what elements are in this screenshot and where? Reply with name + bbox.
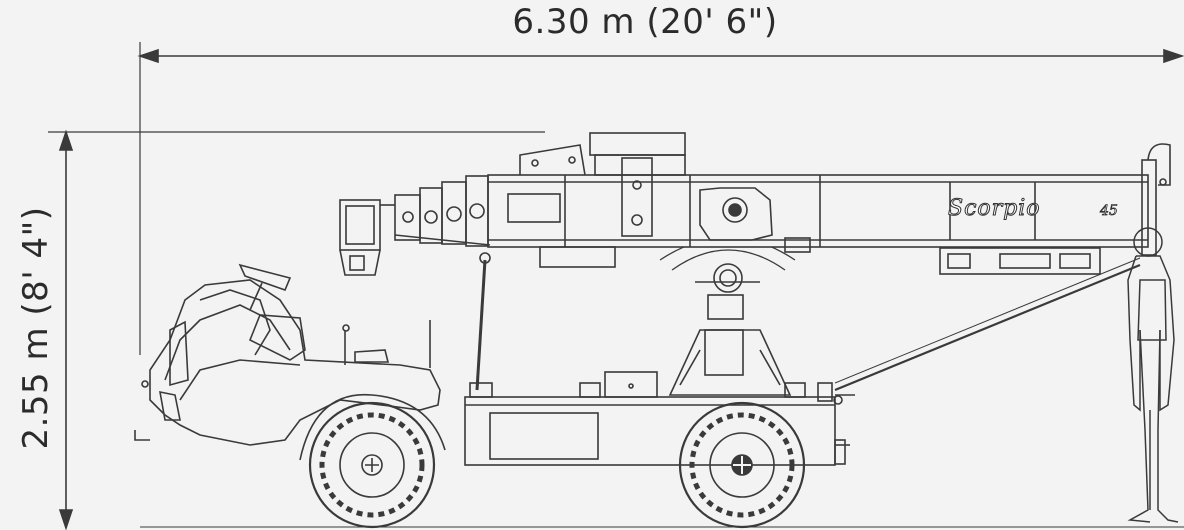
rear-wheel [678,401,806,529]
chassis [464,371,855,466]
length-dimension-line [137,42,1184,355]
human-scale-figure [1127,227,1179,523]
height-dimension-label: 2.55 m (8' 4") [16,206,56,450]
height-dimension-line [48,129,545,530]
model-number: 45 [1100,203,1119,220]
brand-logo: Scorpio [948,196,1041,222]
front-wheel [308,401,436,529]
camera-head [339,175,491,276]
length-dimension-label: 6.30 m (20' 6") [512,2,778,42]
boom-rods [475,257,1141,392]
telescopic-boom [487,132,1171,275]
turret-mast [659,236,796,396]
operator-cab [134,263,446,461]
